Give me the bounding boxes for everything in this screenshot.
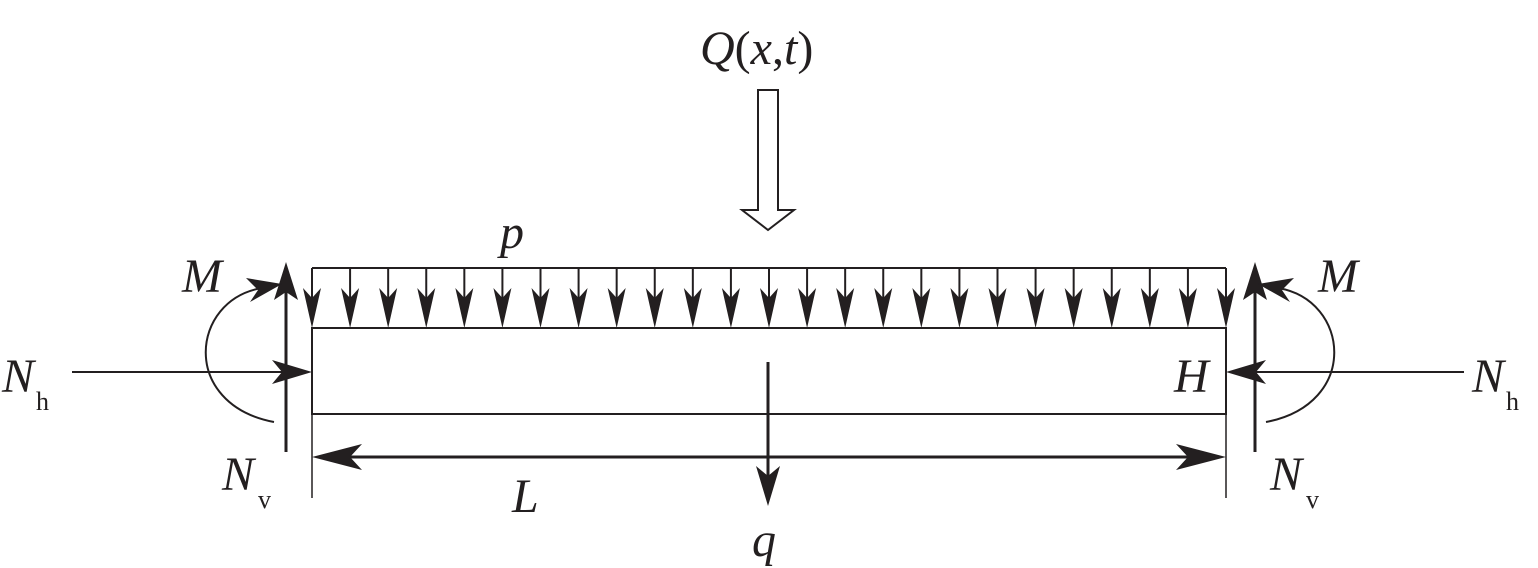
span-dimension-arrowhead-right xyxy=(1176,444,1226,470)
distributed-load-arrowhead xyxy=(1102,288,1121,328)
left-axial-force-label: Nh xyxy=(1,350,49,416)
distributed-load-arrowhead xyxy=(721,288,740,328)
right-axial-force-arrowhead xyxy=(1226,360,1266,384)
moving-load-label: Q(x,t) xyxy=(700,22,813,75)
distributed-load-arrowhead xyxy=(912,288,931,328)
distributed-load-arrowhead xyxy=(645,288,664,328)
distributed-load-arrowhead xyxy=(455,288,474,328)
distributed-load-arrows xyxy=(303,268,1235,328)
right-moment-arc xyxy=(1265,287,1336,423)
moving-load-arrow xyxy=(739,89,797,232)
distributed-load-arrowhead xyxy=(836,288,855,328)
distributed-load-arrowhead xyxy=(874,288,893,328)
distributed-load-arrowhead xyxy=(1140,288,1159,328)
distributed-load-arrowhead xyxy=(417,288,436,328)
distributed-load-arrowhead xyxy=(493,288,512,328)
right-moment-label: M xyxy=(1317,250,1361,303)
q-load-label: q xyxy=(752,514,776,567)
distributed-load-arrowhead xyxy=(950,288,969,328)
distributed-load-arrowhead xyxy=(379,288,398,328)
right-axial-force-label: Nh xyxy=(1471,350,1519,416)
distributed-load-arrowhead xyxy=(607,288,626,328)
left-vertical-reaction-arrowhead xyxy=(274,262,298,300)
right-vertical-reaction-arrowhead xyxy=(1243,262,1267,300)
span-length-label: L xyxy=(511,470,539,523)
left-axial-force-arrowhead xyxy=(272,360,312,384)
distributed-load-arrowhead xyxy=(531,288,550,328)
left-moment-arc xyxy=(204,287,275,423)
distributed-load-arrowhead xyxy=(303,288,321,328)
distributed-load-arrowhead xyxy=(1064,288,1083,328)
left-moment-arrowhead xyxy=(246,278,282,302)
span-dimension-arrowhead-left xyxy=(312,444,362,470)
right-moment-arrowhead xyxy=(1258,278,1294,302)
distributed-load-arrowhead xyxy=(798,288,817,328)
distributed-load-label: p xyxy=(497,206,524,259)
left-moment-label: M xyxy=(181,250,225,303)
distributed-load-arrowhead xyxy=(1026,288,1045,328)
horizontal-reaction-label: H xyxy=(1173,350,1211,403)
distributed-load-arrowhead xyxy=(988,288,1007,328)
distributed-load-arrowhead xyxy=(341,288,360,328)
distributed-load-arrowhead xyxy=(1178,288,1197,328)
distributed-load-arrowhead xyxy=(760,288,778,328)
distributed-load-arrowhead xyxy=(1217,288,1235,328)
distributed-load-arrowhead xyxy=(683,288,702,328)
distributed-load-arrowhead xyxy=(569,288,588,328)
q-arrowhead xyxy=(756,466,780,506)
